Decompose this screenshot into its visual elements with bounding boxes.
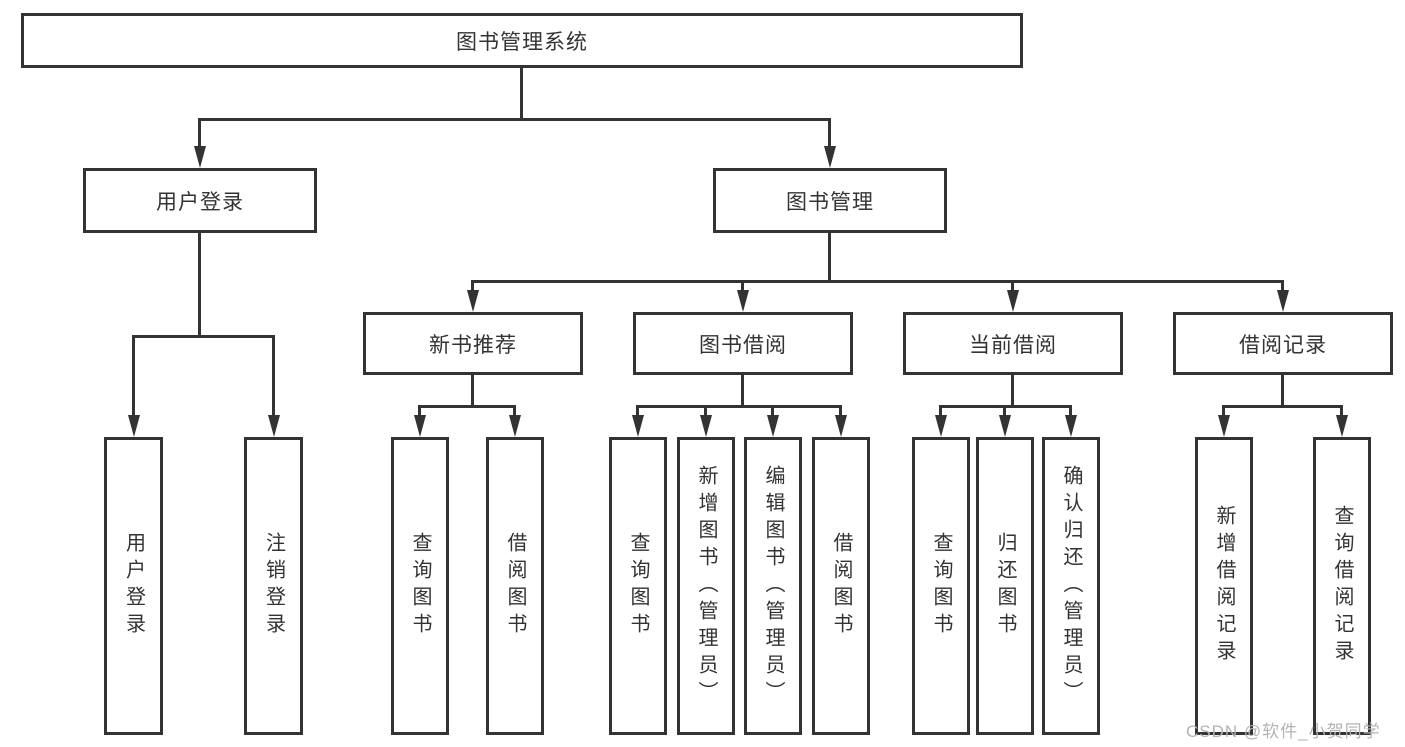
leaf-label: 用户登录: [122, 532, 145, 640]
arrowhead-icon: [824, 146, 836, 168]
leaf-label: 注销登录: [262, 532, 285, 640]
leaf-label: 借阅图书: [830, 532, 852, 640]
arrowhead-icon: [268, 415, 280, 437]
connector-vline: [1069, 405, 1072, 417]
connector-vline: [418, 405, 421, 417]
connector-hline: [1222, 405, 1343, 408]
connector-vline: [704, 405, 707, 417]
node-book-borrowing: 图书借阅: [633, 312, 853, 375]
node-borrowing-records: 借阅记录: [1173, 312, 1393, 375]
leaf-label: 查询图书: [409, 532, 431, 640]
node-label: 图书管理: [786, 190, 874, 214]
connector-vline: [771, 405, 774, 417]
leaf-label: 归还图书: [994, 532, 1016, 640]
connector-vline: [741, 375, 744, 405]
connector-vline: [1340, 405, 1343, 417]
arrowhead-icon: [700, 415, 712, 437]
leaf-borrow-books: 借阅图书: [486, 437, 544, 735]
leaf-query-borrow-record: 查询借阅记录: [1313, 437, 1371, 735]
node-current-borrowing: 当前借阅: [903, 312, 1123, 375]
connector-vline: [272, 335, 275, 417]
arrowhead-icon: [999, 415, 1011, 437]
connector-vline: [839, 405, 842, 417]
leaf-label: 确认归还（管理员）: [1060, 464, 1082, 708]
leaf-label: 查询借阅记录: [1331, 505, 1353, 667]
leaf-label: 查询图书: [627, 532, 649, 640]
connector-vline: [1003, 405, 1006, 417]
leaf-label: 借阅图书: [504, 532, 526, 640]
node-user-login: 用户登录: [83, 168, 317, 233]
arrowhead-icon: [1277, 290, 1289, 312]
connector-vline: [471, 280, 474, 292]
leaf-confirm-return-admin: 确认归还（管理员）: [1042, 437, 1100, 735]
leaf-edit-books-admin: 编辑图书（管理员）: [744, 437, 802, 735]
node-book-management: 图书管理: [713, 168, 947, 233]
connector-hline: [471, 280, 1283, 283]
node-label: 当前借阅: [969, 333, 1057, 357]
arrowhead-icon: [194, 146, 206, 168]
leaf-add-books-admin: 新增图书（管理员）: [677, 437, 735, 735]
arrowhead-icon: [467, 290, 479, 312]
connector-hline: [132, 335, 274, 338]
connector-vline: [513, 405, 516, 417]
connector-vline: [132, 335, 135, 417]
node-label: 借阅记录: [1239, 333, 1327, 357]
arrowhead-icon: [1336, 415, 1348, 437]
arrowhead-icon: [737, 290, 749, 312]
node-label: 图书借阅: [699, 333, 787, 357]
csdn-watermark: CSDN @软件_小贺同学: [1186, 722, 1381, 741]
connector-hline: [198, 118, 831, 121]
connector-vline: [471, 375, 474, 405]
leaf-query-books: 查询图书: [391, 437, 449, 735]
connector-vline: [828, 233, 831, 280]
arrowhead-icon: [1065, 415, 1077, 437]
arrowhead-icon: [128, 415, 140, 437]
connector-vline: [1281, 280, 1284, 292]
connector-vline: [198, 233, 201, 335]
arrowhead-icon: [1218, 415, 1230, 437]
node-new-book-recommendation: 新书推荐: [363, 312, 583, 375]
leaf-label: 新增图书（管理员）: [695, 464, 717, 708]
arrowhead-icon: [1007, 290, 1019, 312]
connector-vline: [828, 118, 831, 148]
connector-vline: [636, 405, 639, 417]
leaf-label: 编辑图书（管理员）: [762, 464, 784, 708]
leaf-logout: 注销登录: [244, 437, 303, 735]
arrowhead-icon: [767, 415, 779, 437]
arrowhead-icon: [509, 415, 521, 437]
node-label: 新书推荐: [429, 333, 517, 357]
arrowhead-icon: [632, 415, 644, 437]
node-label: 图书管理系统: [456, 30, 588, 54]
leaf-query-books-3: 查询图书: [912, 437, 970, 735]
leaf-return-books: 归还图书: [976, 437, 1034, 735]
connector-vline: [520, 68, 523, 118]
node-label: 用户登录: [156, 190, 244, 214]
node-library-management-system: 图书管理系统: [21, 13, 1023, 68]
connector-vline: [1011, 280, 1014, 292]
connector-vline: [741, 280, 744, 292]
connector-vline: [198, 118, 201, 148]
leaf-borrow-books-2: 借阅图书: [812, 437, 870, 735]
arrowhead-icon: [935, 415, 947, 437]
leaf-query-books-2: 查询图书: [609, 437, 667, 735]
arrowhead-icon: [414, 415, 426, 437]
connector-vline: [1011, 375, 1014, 405]
leaf-label: 查询图书: [930, 532, 952, 640]
connector-vline: [1222, 405, 1225, 417]
connector-vline: [939, 405, 942, 417]
connector-hline: [418, 405, 516, 408]
connector-hline: [636, 405, 842, 408]
arrowhead-icon: [835, 415, 847, 437]
connector-vline: [1281, 375, 1284, 405]
leaf-add-borrow-record: 新增借阅记录: [1195, 437, 1253, 735]
leaf-user-login: 用户登录: [104, 437, 163, 735]
leaf-label: 新增借阅记录: [1213, 505, 1235, 667]
